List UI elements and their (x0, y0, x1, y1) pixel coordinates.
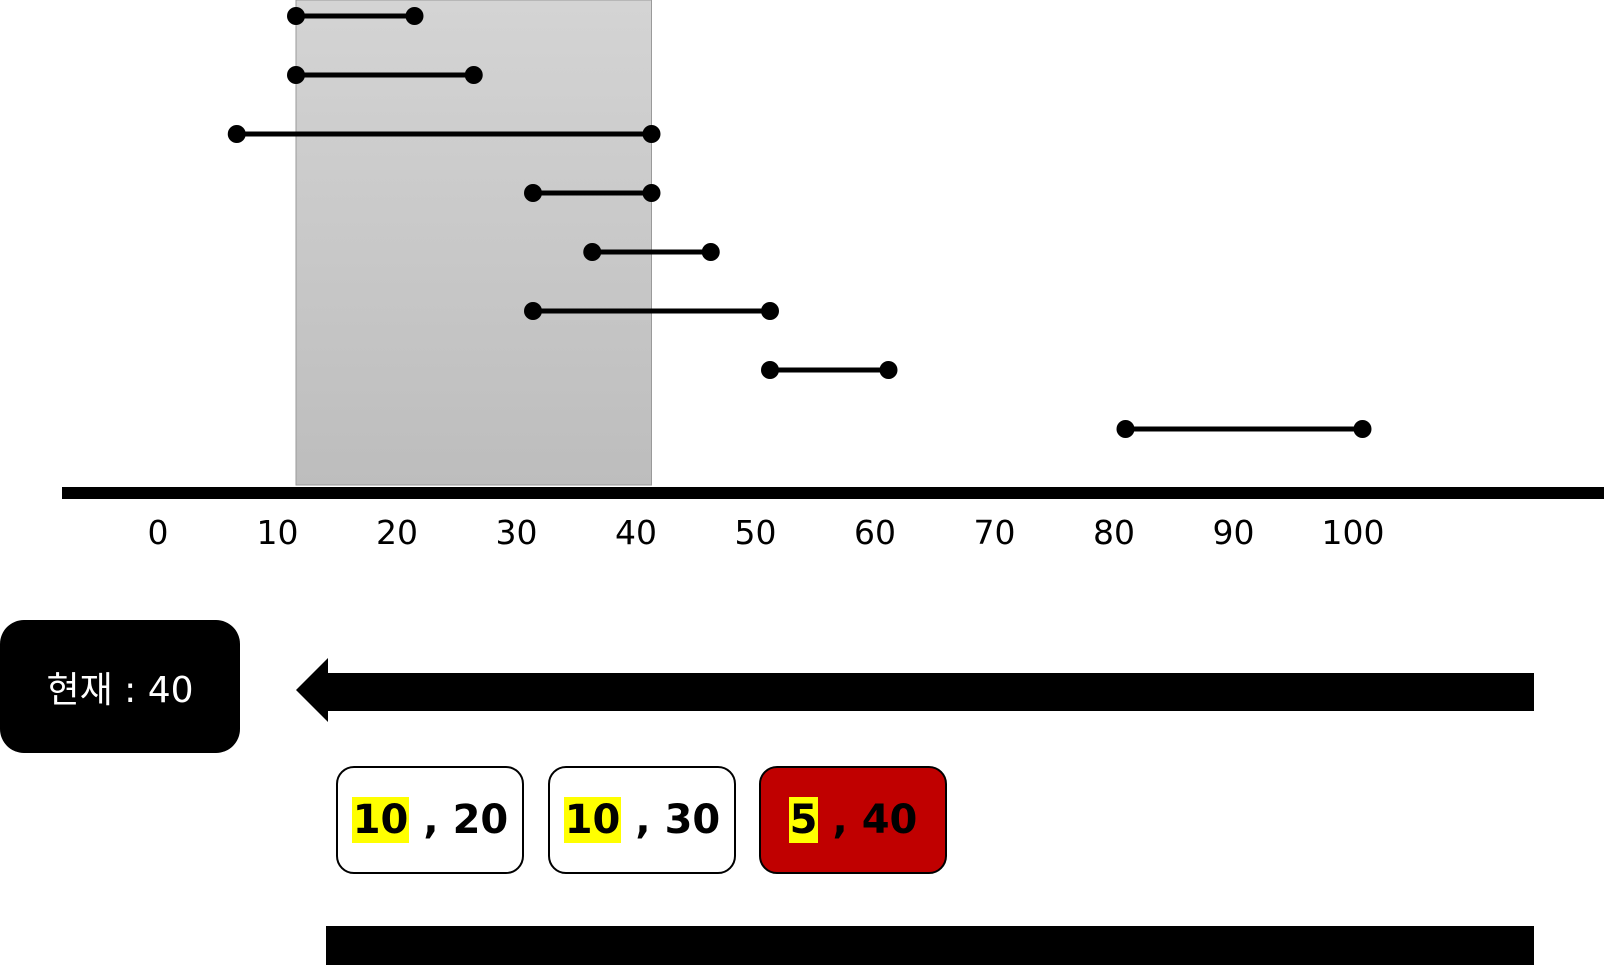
axis-tick-label: 100 (1322, 513, 1385, 552)
interval-end-dot (701, 243, 720, 261)
pair-second-value: 20 (452, 797, 509, 843)
axis-tick-label: 90 (1213, 513, 1255, 552)
interval-end-dot (642, 125, 661, 143)
bottom-bar (326, 926, 1534, 965)
axis-tick-label: 10 (257, 513, 299, 552)
interval-start-dot (227, 125, 246, 143)
interval-start-dot (583, 243, 602, 261)
interval-start-dot (524, 302, 542, 320)
axis-tick-label: 80 (1093, 513, 1135, 552)
left-arrow (296, 658, 1534, 722)
pair-first-value: 10 (563, 797, 622, 843)
interval-end-dot (464, 66, 483, 84)
axis-tick-label: 30 (496, 513, 538, 552)
interval-segments (227, 7, 1372, 438)
pair-card-2: 10 , 30 (548, 766, 736, 874)
interval-start-dot (761, 361, 779, 379)
axis-tick-label: 70 (974, 513, 1016, 552)
axis-tick-label: 60 (854, 513, 896, 552)
axis-tick-label: 0 (148, 513, 169, 552)
pair-separator: , (635, 797, 651, 843)
axis-tick-label: 20 (376, 513, 418, 552)
axis-tick-labels: 0 10 20 30 40 50 60 70 80 90 100 (148, 513, 1385, 552)
pair-second-value: 30 (664, 797, 721, 843)
pair-first-value: 10 (351, 797, 410, 843)
interval-start-dot (287, 66, 305, 84)
pair-separator: , (832, 797, 848, 843)
interval-end-dot (642, 184, 661, 202)
axis-line (62, 487, 1604, 499)
pair-card-1: 10 , 20 (336, 766, 524, 874)
pair-separator: , (423, 797, 439, 843)
current-position-box: 현재 : 40 (0, 620, 240, 753)
interval-end-dot (761, 302, 779, 320)
interval-start-dot (1116, 420, 1135, 438)
pair-card-3-active: 5 , 40 (759, 766, 947, 874)
current-position-label: 현재 : 40 (46, 669, 194, 711)
interval-end-dot (405, 7, 424, 25)
interval-start-dot (287, 7, 305, 25)
pair-second-value: 40 (861, 797, 918, 843)
axis-tick-label: 50 (735, 513, 777, 552)
axis-tick-label: 40 (615, 513, 657, 552)
interval-start-dot (524, 184, 542, 202)
interval-end-dot (1353, 420, 1372, 438)
pair-first-value: 5 (788, 797, 819, 843)
interval-end-dot (879, 361, 898, 379)
